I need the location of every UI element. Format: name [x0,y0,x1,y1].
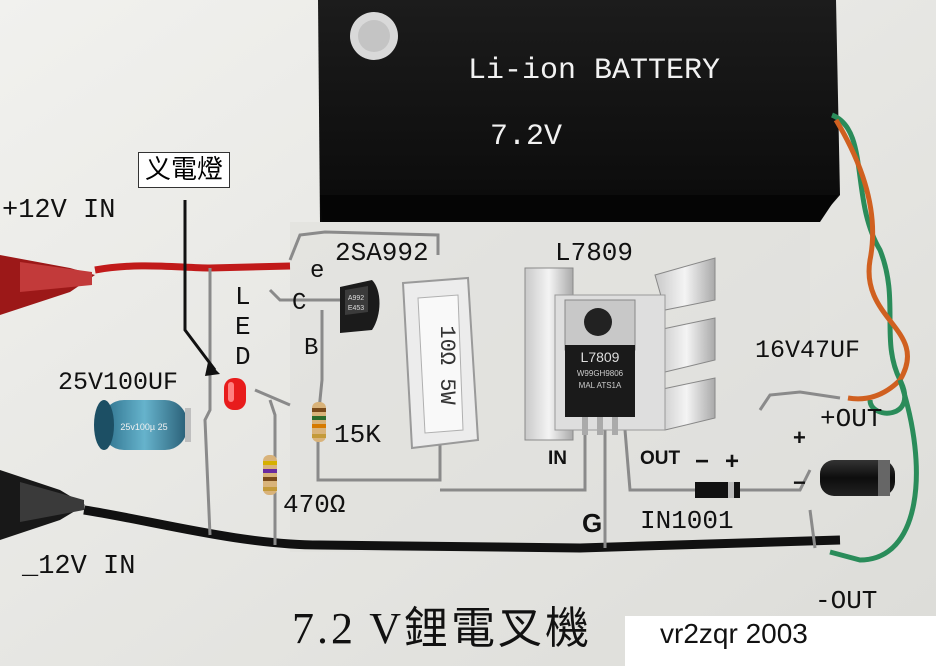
transistor-mark-2: E453 [348,305,364,312]
transistor-label: 2SA992 [335,238,429,268]
resistor-470-label: 470Ω [283,490,346,520]
capacitor-blue [94,400,191,450]
ground-label: G [582,508,603,538]
resistor-15k [312,402,326,442]
cap-plus-mark: + [793,425,806,450]
transistor-mark-1: A992 [348,295,364,302]
transistor [340,280,380,333]
collector-label: C [292,290,307,317]
cement-resistor [401,276,480,450]
page-title: 7.2 V鋰電叉機 [292,604,592,653]
minus-out-label: -OUT [815,586,878,616]
led-letter-e: E [235,312,251,342]
battery-label: Li-ion BATTERY [468,54,721,88]
cap-minus-mark: − [793,470,806,495]
battery-pack [318,0,840,222]
minus-12v-in-label: _12V IN [22,552,136,582]
resistor-15k-label: 15K [334,420,381,450]
plus-12v-in-label: +12V IN [2,196,116,226]
battery-voltage: 7.2V [490,120,563,154]
resistor-470 [263,455,277,495]
author-credit: vr2zqr 2003 [660,618,808,649]
diode-minus-sign: − [695,448,710,475]
led-letter-d: D [235,342,251,372]
voltage-regulator [564,299,636,435]
alligator-clip-black [0,470,841,553]
capacitor-mark: 25v100µ 25 [120,422,167,432]
regulator-in-label: IN [548,448,567,469]
red-led [224,378,246,410]
alligator-clip-red [0,255,291,315]
diode [695,482,740,498]
output-capacitor-label: 16V47UF [755,336,861,365]
credit-band [625,616,936,666]
regulator-label: L7809 [555,238,634,268]
emitter-label: e [310,258,325,285]
regulator-marking: L7809 [581,349,620,365]
indicator-light-label: 义電燈 [138,152,231,188]
diode-label: IN1001 [640,506,734,536]
base-label: B [304,335,319,362]
led-letter-l: L [235,282,251,312]
regulator-out-label: OUT [640,448,681,469]
capacitor-black [820,460,895,496]
regulator-code-1: W99GH9806 [577,369,624,378]
regulator-code-2: MAL ATS1A [579,381,622,390]
diode-plus-sign: + [725,448,740,475]
plus-out-label: +OUT [820,404,883,434]
input-capacitor-label: 25V100UF [58,368,179,397]
resistor-body-text: 10Ω 5W [434,325,459,405]
